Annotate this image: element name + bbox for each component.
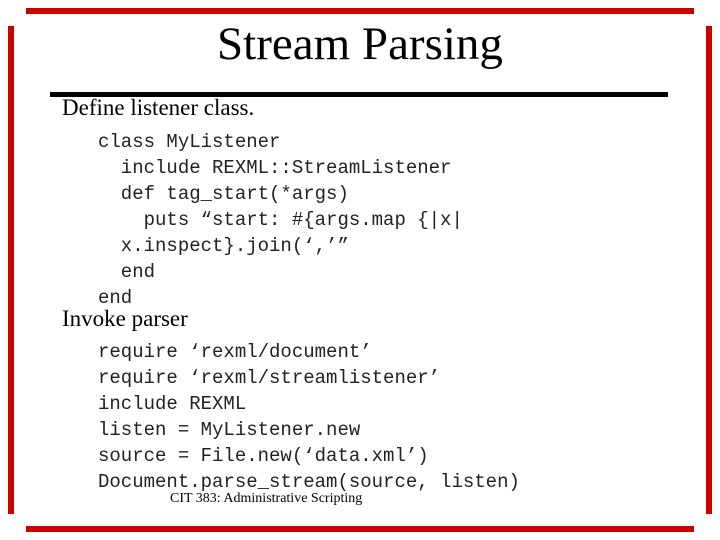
title-divider-rule (50, 92, 668, 97)
slide-border-top (26, 8, 694, 14)
slide-border-bottom (26, 526, 694, 532)
slide-footer: CIT 383: Administrative Scripting (170, 491, 363, 506)
section-heading-invoke-parser: Invoke parser (62, 306, 188, 331)
section-heading-define-listener: Define listener class. (62, 95, 255, 120)
slide-title: Stream Parsing (217, 18, 503, 70)
slide-border-left (8, 26, 14, 514)
code-block-invoke-parser: require ‘rexml/document’ require ‘rexml/… (98, 341, 520, 493)
slide-border-right (706, 26, 712, 514)
code-block-listener-class: class MyListener include REXML::StreamLi… (98, 131, 463, 309)
